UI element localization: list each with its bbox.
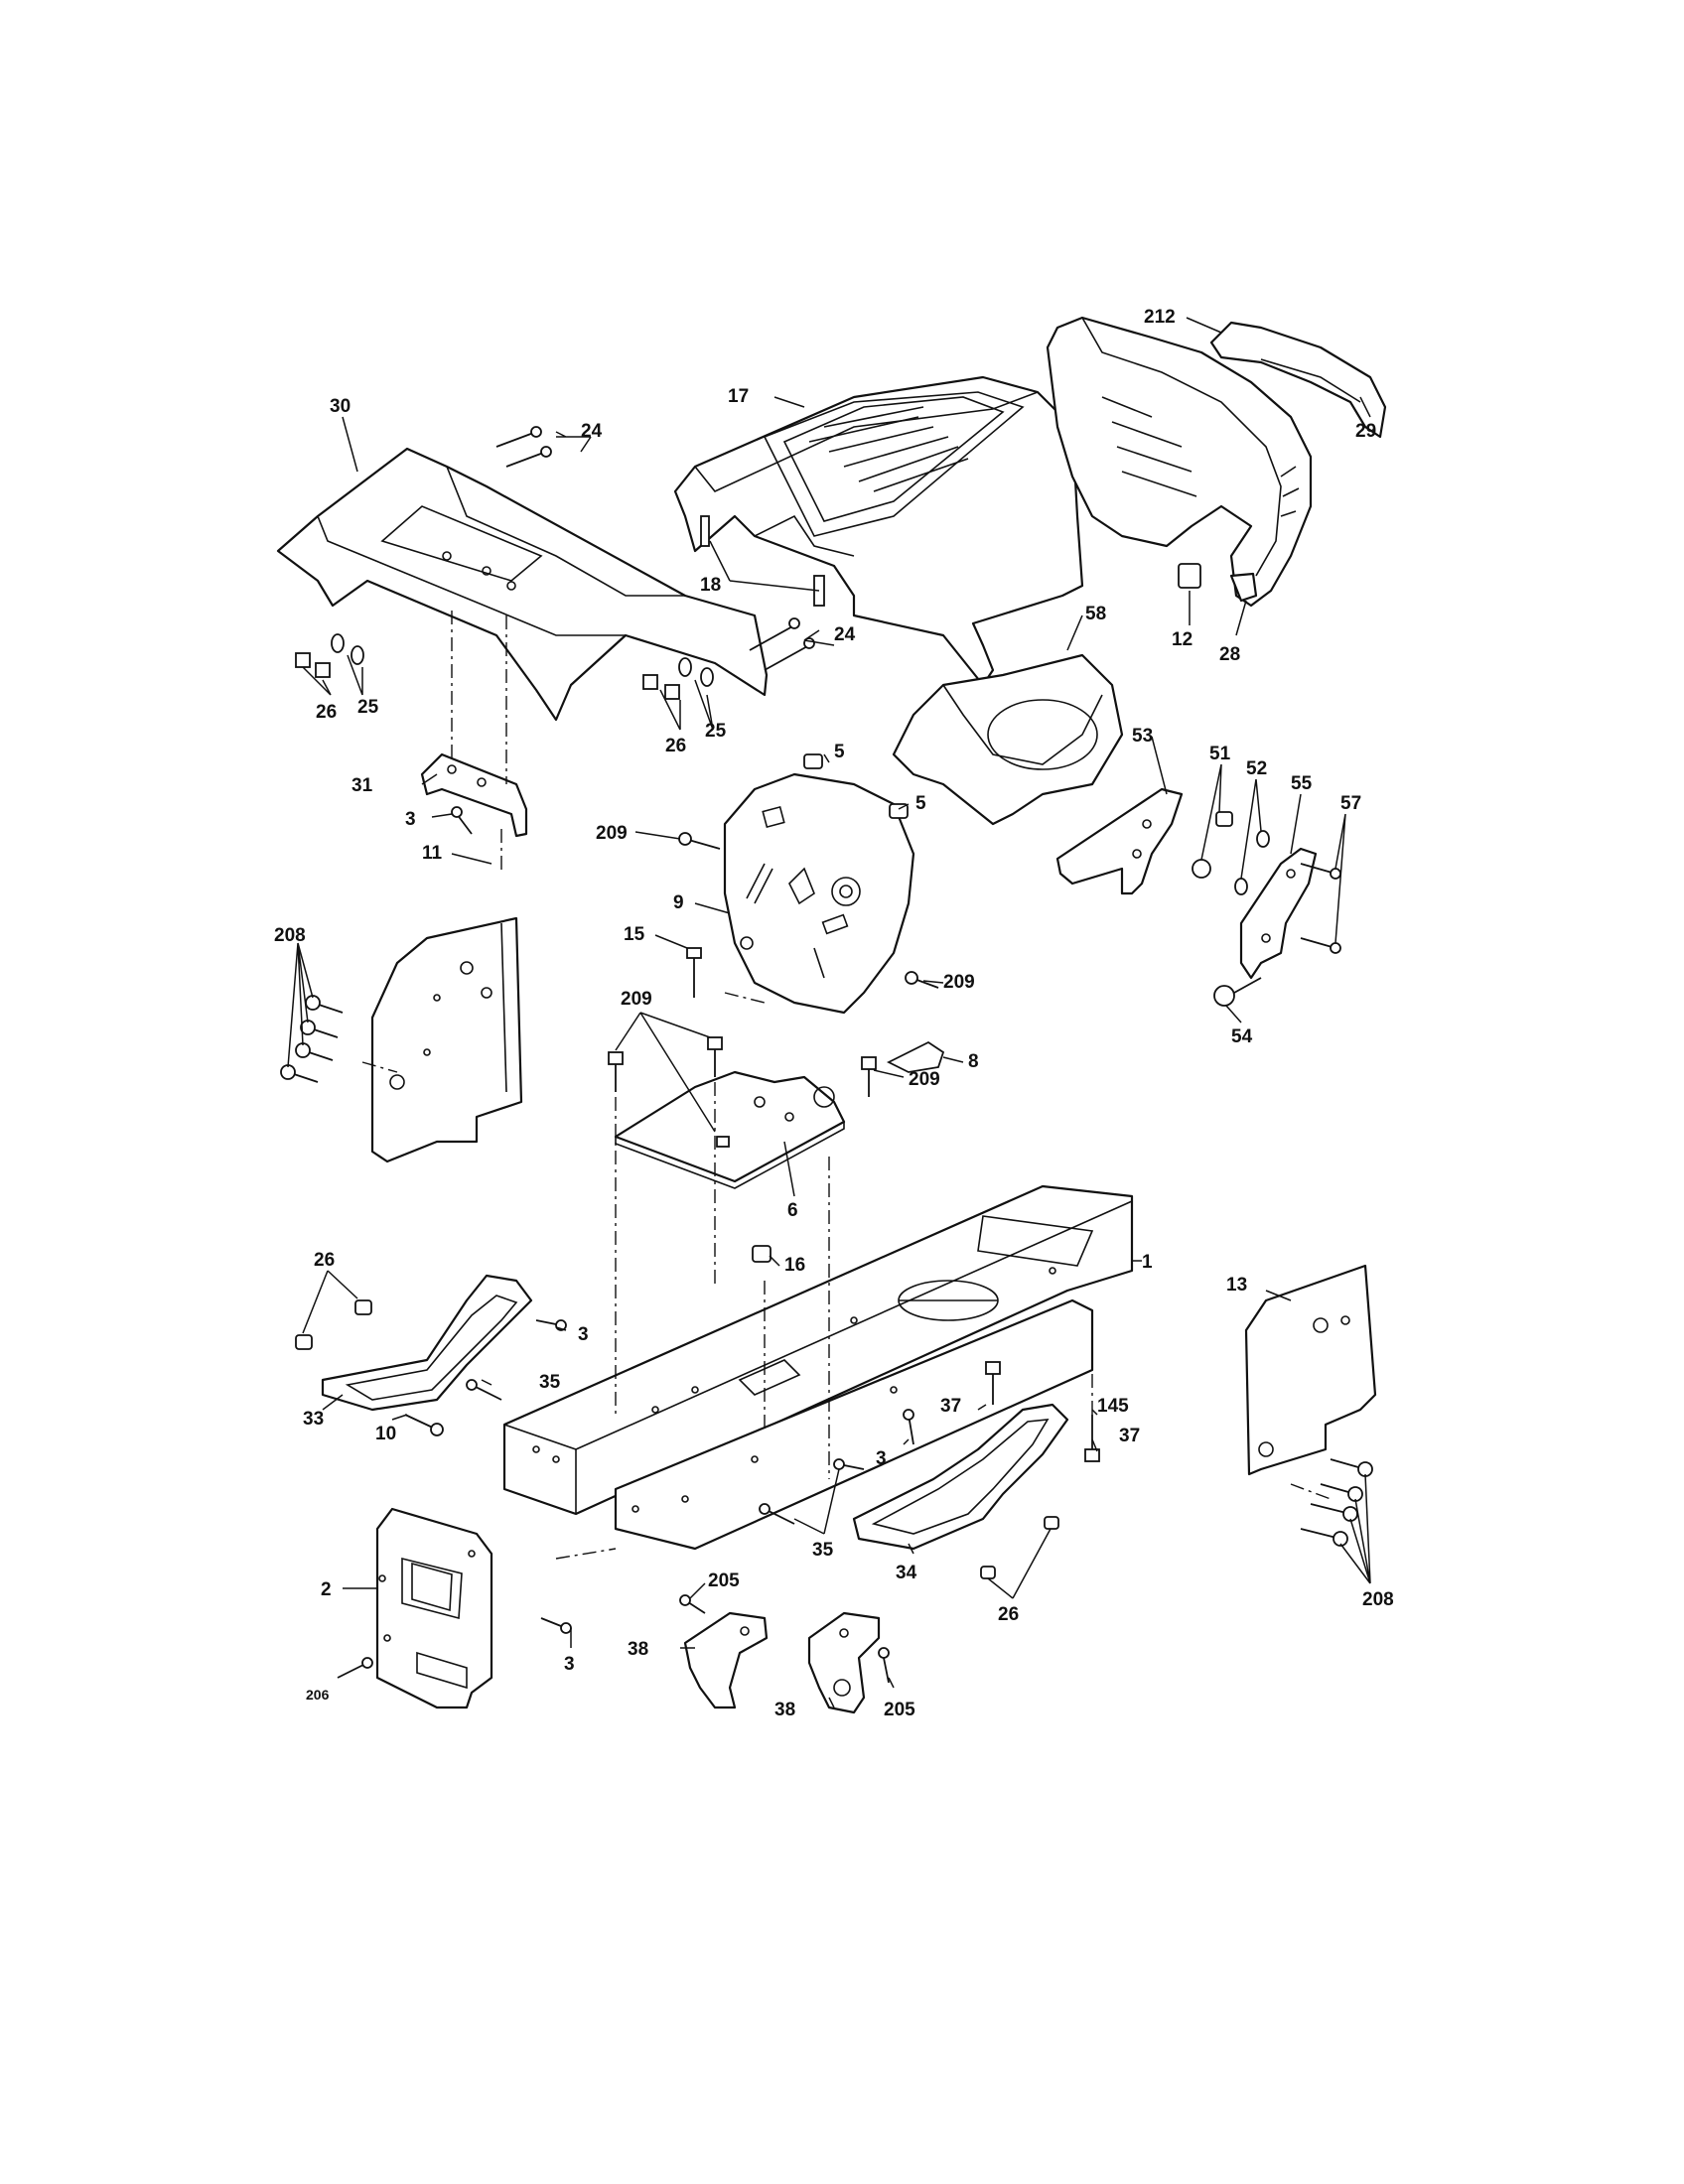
part-13-side-panel	[1244, 1264, 1377, 1476]
callout-29: 29	[1355, 421, 1376, 442]
hardware-209-dash	[678, 832, 939, 989]
callout-31: 31	[351, 775, 373, 796]
part-6-pan	[614, 1070, 846, 1189]
part-51-52-hardware	[1192, 811, 1270, 895]
part-38-bracket-right	[807, 1611, 881, 1714]
callout-3-bracket-front: 3	[564, 1654, 575, 1675]
callout-2: 2	[321, 1579, 332, 1600]
part-31-bracket	[420, 752, 528, 838]
hardware-209-pan	[608, 1036, 877, 1148]
alignment-lines	[361, 611, 1332, 1560]
callout-5-top: 5	[834, 742, 845, 762]
part-2-bracket	[375, 1507, 493, 1709]
callout-209-dash-left: 209	[596, 823, 628, 844]
callout-1: 1	[1142, 1252, 1153, 1273]
part-16-nut	[752, 1245, 772, 1263]
part-58-shield	[892, 653, 1124, 826]
part-54-knob	[1213, 977, 1262, 1007]
callout-10: 10	[375, 1424, 396, 1444]
callout-16: 16	[784, 1255, 805, 1276]
callout-209-pan: 209	[621, 989, 652, 1010]
callout-15: 15	[624, 924, 645, 945]
callout-28: 28	[1219, 644, 1240, 665]
callout-30: 30	[330, 396, 351, 417]
callout-26-fender-right: 26	[665, 736, 686, 756]
hardware-3-bracket	[451, 806, 473, 835]
part-1-frame	[502, 1184, 1134, 1551]
callout-3-bracket: 3	[405, 809, 416, 830]
callout-205-right: 205	[884, 1700, 915, 1720]
hardware-205	[679, 1594, 890, 1684]
callout-205-left: 205	[708, 1570, 740, 1591]
part-28-grille-side	[1229, 572, 1258, 603]
callout-209-dash-right: 209	[943, 972, 975, 993]
callout-13: 13	[1226, 1275, 1247, 1296]
callout-212: 212	[1144, 307, 1176, 328]
callout-6: 6	[787, 1200, 798, 1221]
callout-5-right: 5	[915, 793, 926, 814]
hardware-3-206-bracket	[337, 1617, 572, 1679]
hardware-25-26-left	[295, 633, 364, 678]
hardware-37-145	[985, 1361, 1100, 1462]
callout-209-clip: 209	[909, 1069, 940, 1090]
callout-26-footrest-left: 26	[314, 1250, 335, 1271]
callout-35-left: 35	[539, 1372, 561, 1393]
callout-208-left: 208	[274, 925, 306, 946]
callout-38-left: 38	[628, 1639, 648, 1660]
hardware-208-left	[280, 995, 344, 1083]
callout-37-upper: 37	[940, 1396, 961, 1417]
part-212-grille	[1046, 316, 1313, 608]
part-33-footrest	[321, 1274, 533, 1412]
callout-17: 17	[728, 386, 749, 407]
hardware-208-right	[1300, 1458, 1373, 1547]
part-11-side-panel	[370, 916, 523, 1163]
part-55-arm	[1239, 847, 1318, 980]
callout-9: 9	[673, 892, 684, 913]
callout-52: 52	[1246, 758, 1267, 779]
callout-11: 11	[422, 843, 443, 864]
hardware-25-26-right	[642, 657, 714, 700]
callout-54: 54	[1231, 1026, 1253, 1047]
callout-3-footrest-right: 3	[876, 1448, 887, 1469]
callout-33: 33	[303, 1409, 324, 1430]
callout-25-fender-right: 25	[705, 721, 727, 742]
part-53-bracket	[1055, 787, 1184, 895]
part-57-bolts	[1300, 863, 1341, 954]
callout-25-fender-left: 25	[357, 697, 379, 718]
part-8-clip	[886, 1040, 945, 1073]
callout-24-upper: 24	[581, 421, 603, 442]
part-34-footrest	[852, 1403, 1069, 1551]
hardware-24-upper	[495, 426, 552, 468]
callout-12: 12	[1172, 629, 1193, 650]
callout-24-lower: 24	[834, 624, 856, 645]
part-38-bracket-left	[683, 1611, 769, 1709]
callout-34: 34	[896, 1563, 917, 1583]
callout-labels: 30 24 17 212 29 18 24 58 12 28 26 25 26 …	[274, 307, 1394, 1720]
callout-53: 53	[1132, 726, 1153, 747]
callout-38-right: 38	[774, 1700, 795, 1720]
callout-58: 58	[1085, 604, 1106, 624]
callout-26-fender-left: 26	[316, 702, 337, 723]
leader-lines	[287, 317, 1371, 1708]
hardware-26-10-35-left	[295, 1299, 567, 1436]
callout-18: 18	[700, 575, 721, 596]
callout-3-footrest-left: 3	[578, 1324, 589, 1345]
callout-26-footrest-right: 26	[998, 1604, 1019, 1625]
hardware-24-lower	[749, 617, 815, 671]
callout-206: 206	[306, 1687, 330, 1703]
callout-8: 8	[968, 1051, 979, 1072]
callout-145: 145	[1097, 1396, 1129, 1417]
callout-37-lower: 37	[1119, 1426, 1140, 1446]
part-9-dash-panel	[723, 772, 915, 1015]
callout-51: 51	[1209, 744, 1231, 764]
callout-57: 57	[1340, 793, 1361, 814]
part-30-fender	[276, 447, 769, 722]
callout-208-right: 208	[1362, 1589, 1394, 1610]
part-15-bolt	[686, 947, 702, 998]
callout-55: 55	[1291, 773, 1313, 794]
callout-35-right: 35	[812, 1540, 834, 1561]
part-12-clip	[1178, 563, 1201, 589]
part-29-trim	[1209, 321, 1387, 439]
